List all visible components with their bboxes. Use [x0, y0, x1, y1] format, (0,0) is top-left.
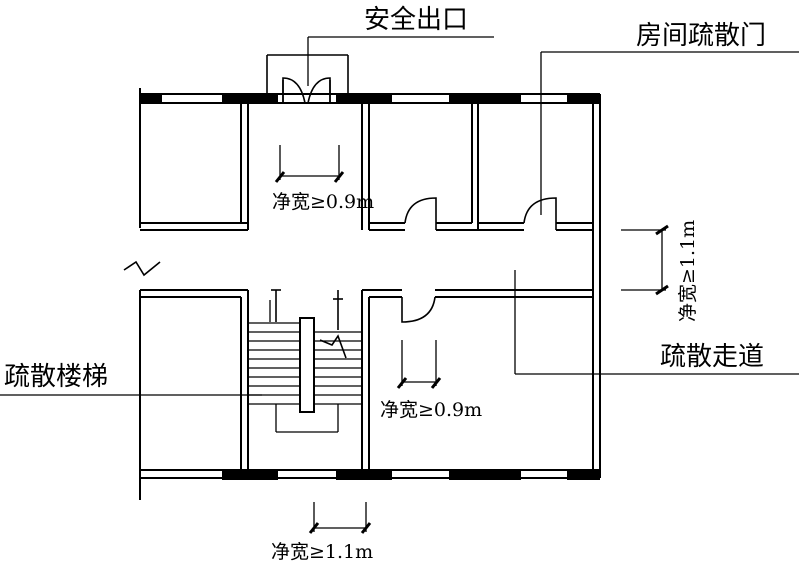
stair-well [299, 317, 315, 413]
dimension-stair-door [274, 145, 345, 183]
label-safety-exit: 安全出口 [364, 5, 468, 35]
dimension-corridor [621, 224, 669, 296]
dimension-room-door [396, 340, 442, 389]
label-width-room-door: 净宽≥0.9m [380, 399, 482, 421]
top-windows [140, 93, 600, 104]
dimension-exit-bottom [308, 502, 372, 534]
label-width-corridor: 净宽≥1.1m [677, 220, 699, 322]
wall-break-symbol [123, 260, 161, 277]
label-width-stair-door: 净宽≥0.9m [272, 191, 374, 213]
stair-arrows [271, 289, 347, 359]
label-corridor: 疏散走道 [660, 342, 764, 372]
label-room-door: 房间疏散门 [636, 21, 766, 51]
stair-treads [248, 300, 362, 433]
lower-room-walls [140, 289, 593, 470]
label-width-exit-bottom: 净宽≥1.1m [271, 541, 373, 563]
lower-room-door [401, 296, 436, 323]
bottom-windows [222, 469, 600, 480]
label-stairs: 疏散楼梯 [4, 362, 108, 392]
leader-lines [0, 36, 799, 396]
upper-room-walls [140, 103, 593, 231]
upper-room-doors [404, 197, 557, 230]
